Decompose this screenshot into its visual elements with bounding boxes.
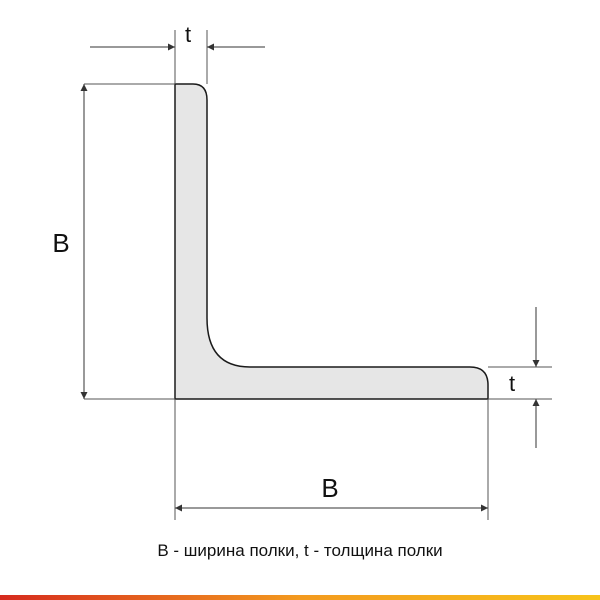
dimension-label-width: B (321, 473, 338, 503)
caption: B - ширина полки, t - толщина полки (157, 541, 443, 560)
dimension-label-thickness-top: t (185, 22, 191, 47)
dimension-label-height: B (52, 228, 69, 258)
brand-stripe (0, 595, 600, 600)
dimension-label-thickness-right: t (509, 371, 515, 396)
angle-profile-shape (174, 83, 489, 400)
